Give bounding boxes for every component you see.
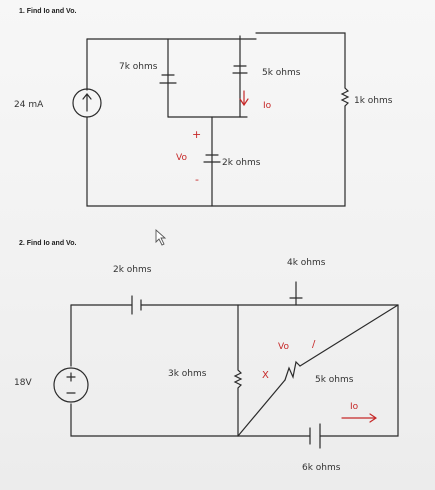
p2-outer-wire — [70, 304, 399, 437]
p2-resistor-6k-label: 6k ohms — [302, 463, 341, 473]
p2-voltage-source — [53, 367, 89, 403]
p2-source-label: 18V — [14, 378, 32, 388]
p2-current-io-label: Io — [350, 402, 359, 412]
p1-current-source — [72, 88, 102, 118]
p2-resistor-3k-label: 3k ohms — [168, 369, 207, 379]
p1-resistor-5k — [232, 35, 248, 118]
p2-resistor-5k-label: 5k ohms — [315, 375, 354, 385]
p2-resistor-2k-label: 2k ohms — [113, 265, 152, 275]
p2-voltage-vo-label: Vo — [278, 342, 289, 352]
p1-outer-wire — [86, 32, 346, 207]
problem-1-title: 1. Find Io and Vo. — [19, 8, 77, 15]
problem-2-title: 2. Find Io and Vo. — [19, 240, 77, 247]
p1-vo-minus-sign: - — [195, 173, 199, 186]
p2-resistor-5k — [284, 360, 301, 381]
p1-current-io-label: Io — [263, 101, 272, 111]
p1-vo-plus-sign: + — [192, 128, 202, 141]
p1-resistor-7k — [159, 38, 177, 118]
p1-resistor-1k — [340, 87, 350, 107]
p1-io-arrow-icon — [239, 90, 249, 107]
p2-resistor-3k — [233, 304, 243, 437]
p2-diagonal-wire-lower — [237, 379, 286, 437]
p2-resistor-4k-label: 4k ohms — [287, 258, 326, 268]
p2-tick-mark: / — [312, 339, 316, 350]
p1-resistor-5k-label: 5k ohms — [262, 68, 301, 78]
p1-resistor-2k — [203, 116, 221, 207]
p1-source-label: 24 mA — [14, 100, 44, 110]
p1-resistor-1k-label: 1k ohms — [354, 96, 393, 106]
p2-resistor-2k — [131, 295, 142, 315]
p2-x-mark: X — [262, 370, 269, 381]
p2-resistor-4k — [289, 281, 303, 306]
p1-resistor-2k-label: 2k ohms — [222, 158, 261, 168]
circuit-1 — [72, 32, 350, 207]
p1-voltage-vo-label: Vo — [176, 153, 187, 163]
mouse-cursor-icon — [155, 228, 167, 246]
p1-resistor-7k-label: 7k ohms — [119, 62, 158, 72]
p2-source-polarity-icon — [66, 372, 76, 394]
p2-diagonal-wire-upper — [299, 304, 399, 367]
circuit-2 — [53, 281, 399, 449]
p2-resistor-6k — [309, 423, 321, 449]
p2-io-arrow-icon — [341, 413, 378, 423]
p1-source-arrow-icon — [82, 93, 92, 112]
